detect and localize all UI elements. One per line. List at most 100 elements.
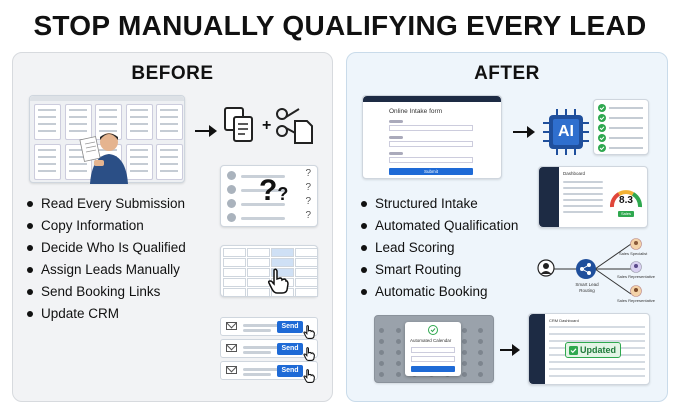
form-thumbnail xyxy=(156,104,183,140)
cut-paste-icon xyxy=(276,108,313,144)
after-panel: AFTER Online Intake form Submit A xyxy=(346,52,668,402)
mail-icon xyxy=(226,322,237,330)
form-thumbnail xyxy=(125,104,153,140)
calendar-day xyxy=(478,339,483,344)
sheet-cell xyxy=(295,268,318,277)
form-thumbnail xyxy=(64,104,92,140)
bullet-item: Lead Scoring xyxy=(361,237,518,259)
router-label: Smart Lead Routing xyxy=(575,282,599,293)
sheet-cell xyxy=(271,268,294,277)
sheet-cell xyxy=(223,268,246,277)
form-submit-button[interactable]: Submit xyxy=(389,168,473,175)
rep-avatar-icon xyxy=(630,238,642,250)
bullet-item: Automated Qualification xyxy=(361,215,518,237)
sheet-cell xyxy=(295,288,318,297)
calendar-day xyxy=(379,361,384,366)
question-marks-icon: ?? xyxy=(259,174,289,207)
updated-badge: Updated xyxy=(565,342,621,358)
booking-modal-title: Automated Calendar xyxy=(410,338,452,343)
send-button[interactable]: Send xyxy=(277,343,303,355)
bullet-item: Smart Routing xyxy=(361,259,518,281)
check-circle-icon xyxy=(428,325,438,335)
rep-label-1: Sales Specialist xyxy=(619,251,648,256)
booking-email-row: Send xyxy=(220,317,318,339)
crm-dashboard: CRM Dashboard Updated xyxy=(528,313,650,385)
sheet-cell xyxy=(295,258,318,267)
form-thumbnail xyxy=(95,104,122,140)
sheet-cell xyxy=(295,278,318,287)
bullet-item: Automatic Booking xyxy=(361,281,518,303)
crm-row xyxy=(549,361,645,363)
bullet-item: Send Booking Links xyxy=(27,281,186,303)
mail-icon xyxy=(226,366,237,374)
sheet-cell xyxy=(295,248,318,257)
sheet-cell xyxy=(247,248,270,257)
sheet-cell xyxy=(223,288,246,297)
ai-label: AI xyxy=(558,123,574,140)
form-thumbnail xyxy=(34,104,61,140)
sheet-cell xyxy=(247,268,270,277)
calendar-day xyxy=(379,339,384,344)
crm-row xyxy=(549,340,645,342)
calendar-day xyxy=(379,328,384,333)
calendar-day xyxy=(379,372,384,377)
ai-chip-icon xyxy=(543,109,589,155)
after-arrow-1 xyxy=(513,126,535,138)
send-button[interactable]: Send xyxy=(277,365,303,377)
calendar-day xyxy=(379,350,384,355)
score-gauge xyxy=(610,190,642,208)
crm-row xyxy=(549,368,645,370)
check-icon xyxy=(598,124,606,132)
calendar-day xyxy=(461,339,467,344)
submissions-list: ? ? ? ? ?? xyxy=(220,165,318,227)
before-panel: BEFORE + xyxy=(12,52,333,402)
calendar-day xyxy=(461,328,467,333)
calendar-day xyxy=(478,328,483,333)
scoring-dashboard: Dashboard 8.3 Sales xyxy=(538,166,648,228)
score-badge: Sales xyxy=(618,211,634,217)
before-bullets: Read Every Submission Copy Information D… xyxy=(27,193,186,325)
intake-form-window: Online Intake form Submit xyxy=(362,95,502,179)
form-title: Online Intake form xyxy=(389,108,443,115)
rep-avatar-icon xyxy=(630,285,642,297)
after-title: AFTER xyxy=(474,63,540,84)
before-title: BEFORE xyxy=(131,63,214,84)
mail-icon xyxy=(226,344,237,352)
calendar-day xyxy=(395,372,401,377)
sheet-cell xyxy=(247,288,270,297)
cursor-hand-icon xyxy=(303,369,315,383)
after-arrow-2 xyxy=(500,344,520,356)
rep-avatar-icon xyxy=(630,261,642,273)
booking-calendar: Automated Calendar xyxy=(374,315,494,383)
check-icon xyxy=(598,134,606,142)
lead-user-icon xyxy=(537,259,555,277)
calendar-day xyxy=(461,350,467,355)
plus-sign: + xyxy=(262,117,272,134)
calendar-day xyxy=(461,361,467,366)
bullet-item: Decide Who Is Qualified xyxy=(27,237,186,259)
after-bullets: Structured Intake Automated Qualificatio… xyxy=(361,193,518,303)
spreadsheet xyxy=(220,245,318,297)
check-icon xyxy=(598,144,606,152)
send-button[interactable]: Send xyxy=(277,321,303,333)
bullet-item: Structured Intake xyxy=(361,193,518,215)
calendar-day xyxy=(395,339,401,344)
score-value: 8.3 xyxy=(619,195,633,206)
crm-title: CRM Dashboard xyxy=(549,318,579,323)
bullet-item: Assign Leads Manually xyxy=(27,259,186,281)
booking-email-row: Send xyxy=(220,361,318,383)
calendar-day xyxy=(395,361,401,366)
calendar-day xyxy=(395,328,401,333)
checklist-card xyxy=(593,99,649,155)
person-reading-icon xyxy=(79,133,128,184)
crm-row xyxy=(549,333,645,335)
form-thumbnail xyxy=(64,144,92,180)
sheet-cell xyxy=(271,258,294,267)
calendar-day xyxy=(395,350,401,355)
form-thumbnail xyxy=(125,144,153,180)
headline: STOP MANUALLY QUALIFYING EVERY LEAD xyxy=(33,10,647,41)
cursor-hand-icon xyxy=(303,347,315,361)
bullet-item: Copy Information xyxy=(27,215,186,237)
sheet-cell xyxy=(223,278,246,287)
